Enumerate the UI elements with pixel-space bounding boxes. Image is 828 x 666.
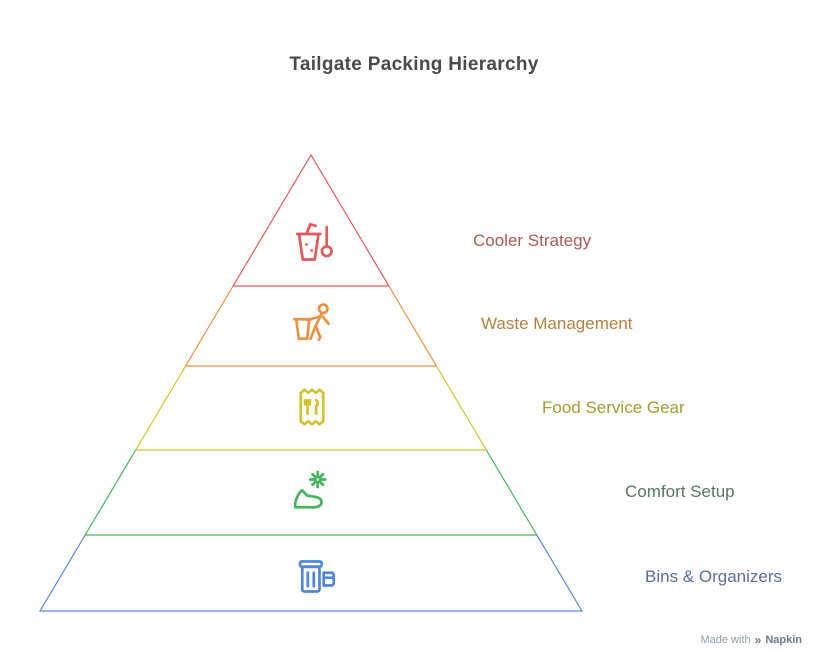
page-title: Tailgate Packing Hierarchy — [289, 54, 539, 75]
storage-bin-icon — [285, 548, 339, 602]
person-trash-icon — [285, 296, 339, 350]
pyramid-band-2 — [134, 365, 488, 451]
pyramid-band-4 — [38, 534, 584, 612]
pyramid-band-0 — [232, 153, 390, 287]
pyramid-band-1 — [184, 285, 438, 367]
thermometer-drink-icon — [284, 216, 338, 270]
level-label-waste-management: Waste Management — [481, 314, 633, 333]
pyramid-band-3 — [84, 449, 538, 536]
level-label-food-service-gear: Food Service Gear — [542, 398, 685, 417]
receipt-utensils-icon — [285, 380, 339, 434]
made-with-napkin: Made with » Napkin — [700, 633, 802, 647]
napkin-brand: Napkin — [765, 634, 802, 646]
gear-slipper-icon — [284, 466, 338, 520]
made-with-text: Made with — [700, 634, 751, 646]
level-label-bins-organizers: Bins & Organizers — [645, 567, 782, 586]
napkin-logo-icon: » — [754, 633, 762, 647]
level-label-comfort-setup: Comfort Setup — [625, 482, 735, 501]
level-label-cooler-strategy: Cooler Strategy — [473, 231, 592, 250]
